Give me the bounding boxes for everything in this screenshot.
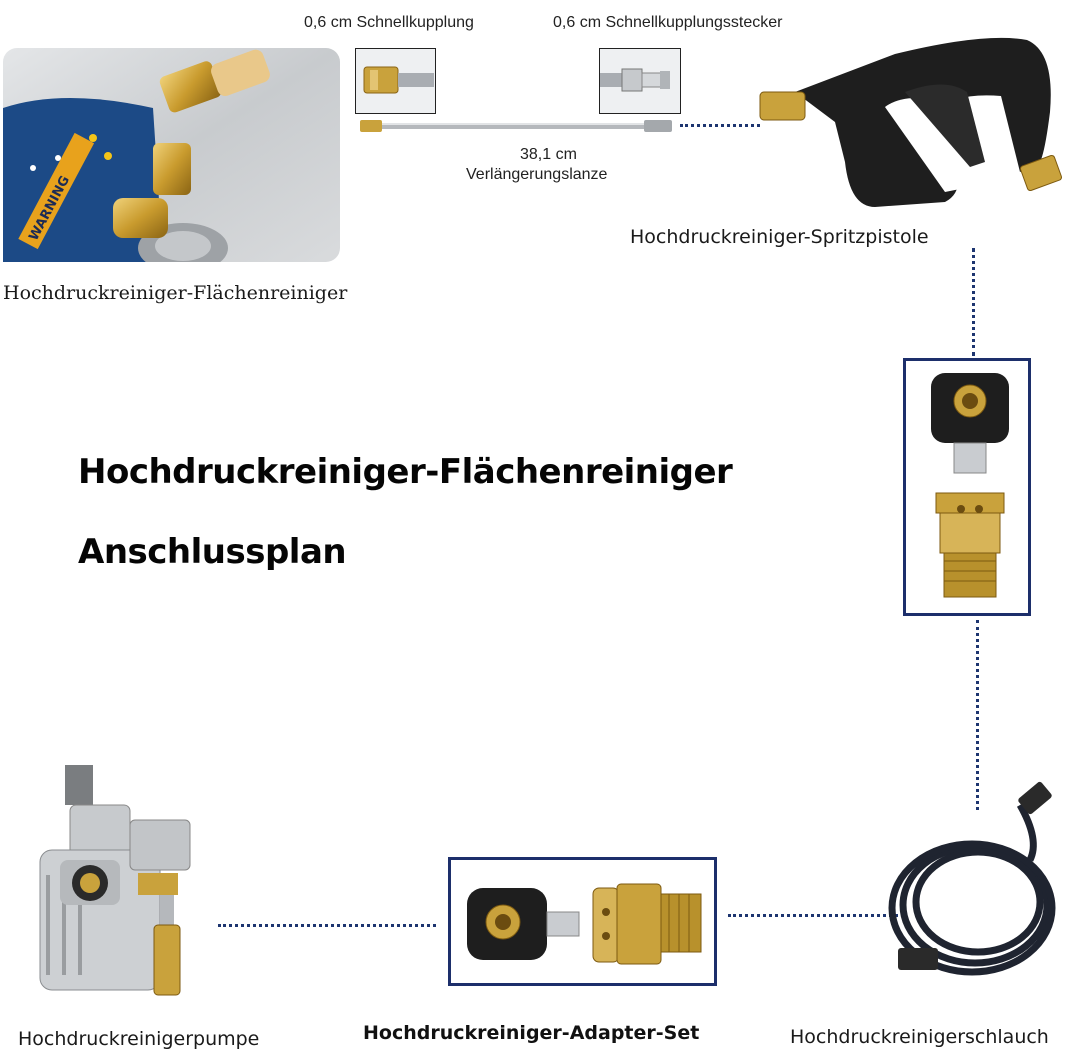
connector-pump-adapterset	[218, 924, 436, 927]
connector-adapterset-hose	[728, 914, 898, 917]
extension-wand	[360, 116, 675, 136]
pump-photo	[20, 765, 220, 1005]
quick-plug-thumbnail	[599, 48, 681, 114]
extension-wand-label-1: 38,1 cm	[520, 146, 577, 163]
diagram-title-line1: Hochdruckreiniger-Flächenreiniger	[78, 452, 733, 492]
adapter-set-label: Hochdruckreiniger-Adapter-Set	[363, 1022, 700, 1044]
quick-plug-label: 0,6 cm Schnellkupplungsstecker	[553, 14, 783, 31]
pump-label: Hochdruckreinigerpumpe	[18, 1028, 260, 1050]
quick-coupling-thumbnail	[355, 48, 436, 114]
extension-wand-label-2: Verlängerungslanze	[466, 166, 608, 183]
connector-adapter-hose	[976, 620, 979, 810]
surface-cleaner-label: Hochdruckreiniger-Flächenreiniger	[3, 282, 348, 304]
spray-gun-label: Hochdruckreiniger-Spritzpistole	[630, 226, 929, 248]
surface-cleaner-photo: WARNING	[3, 48, 340, 273]
hose-photo	[880, 770, 1070, 985]
adapter-pair-frame-right	[903, 358, 1031, 616]
diagram-title-line2: Anschlussplan	[78, 532, 347, 572]
spray-gun-photo	[755, 12, 1065, 217]
connector-gun-adapter	[972, 248, 975, 356]
connector-wand-gun	[680, 124, 760, 127]
adapter-set-frame	[448, 857, 717, 986]
hose-label: Hochdruckreinigerschlauch	[790, 1026, 1049, 1048]
quick-coupling-label: 0,6 cm Schnellkupplung	[304, 14, 474, 31]
